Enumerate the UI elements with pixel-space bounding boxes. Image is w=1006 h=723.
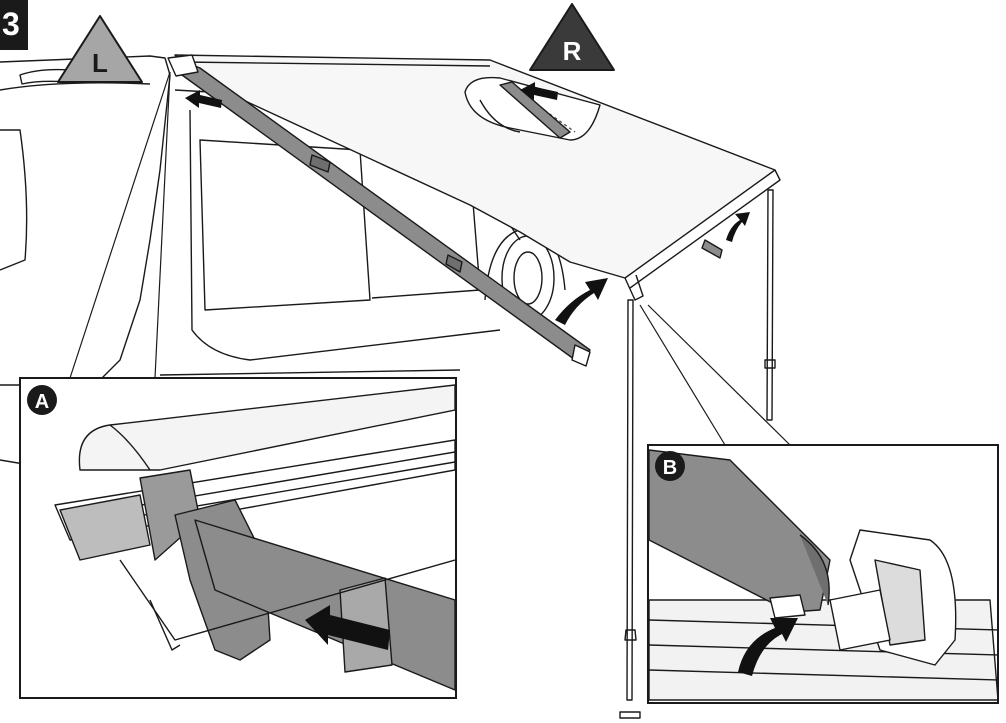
step-badge: 3 [0, 0, 28, 50]
arrow-detail-b [738, 618, 798, 676]
right-rafter-arm [499, 81, 571, 139]
support-legs [619, 189, 776, 719]
arrow-skylight [520, 82, 558, 100]
left-rafter-arm [167, 54, 591, 367]
motion-arrows [185, 82, 750, 325]
arrow-detail-a [305, 605, 390, 650]
right-side-marker: R [529, 3, 615, 71]
main-scene [0, 54, 791, 719]
callout-leaders [69, 71, 791, 446]
detail-inset-a: A [19, 377, 457, 699]
detail-b-label: B [663, 457, 677, 479]
detail-inset-b: B [647, 444, 999, 704]
arrow-curve-up [555, 278, 608, 325]
arrow-corner [726, 212, 750, 242]
detail-a-label: A [35, 391, 49, 413]
step-number: 3 [2, 6, 20, 42]
corner-rafter [701, 239, 723, 259]
left-marker-label: L [92, 48, 108, 78]
left-side-marker: L [57, 15, 143, 83]
right-marker-label: R [563, 36, 582, 66]
arrow-left-bracket [185, 90, 222, 108]
